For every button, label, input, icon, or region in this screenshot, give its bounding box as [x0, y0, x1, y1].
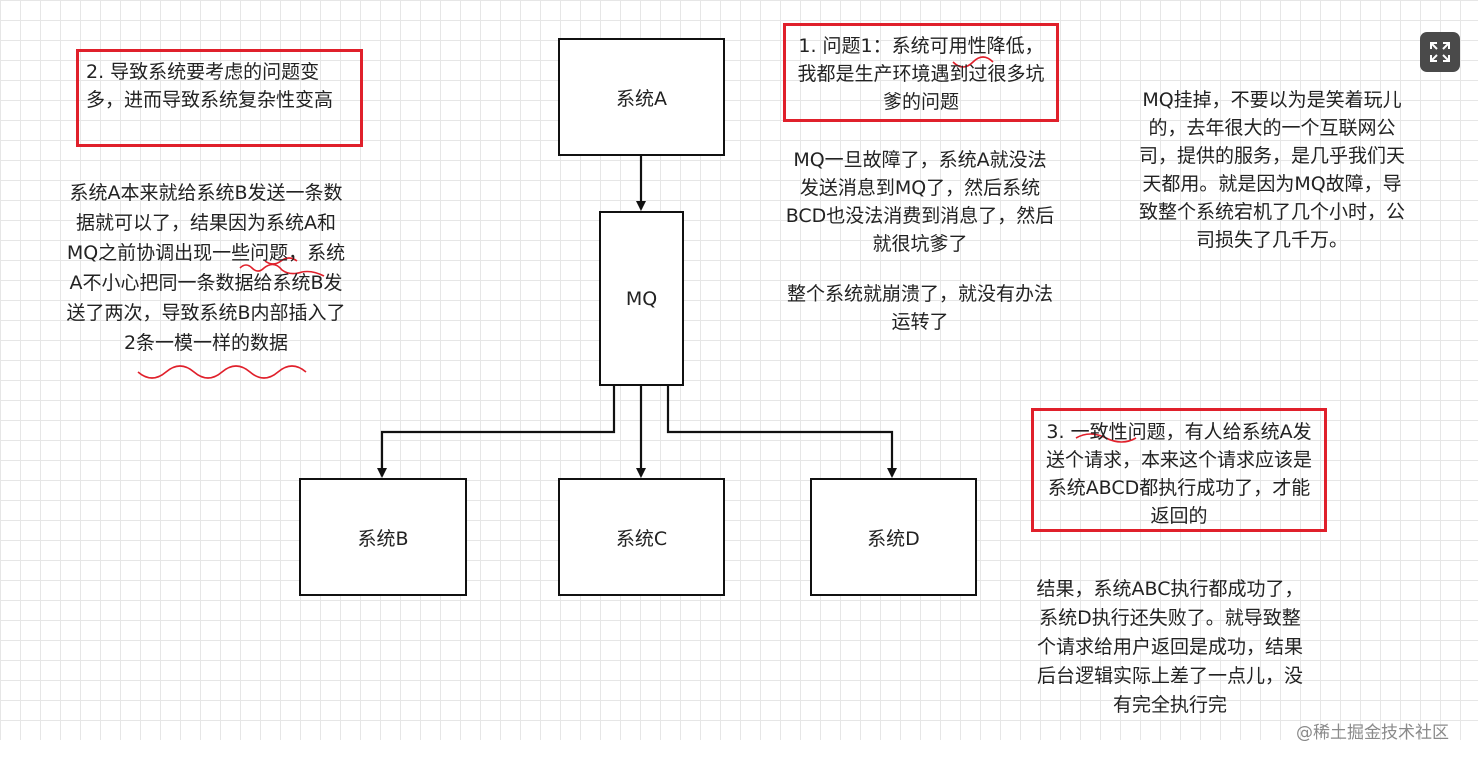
arrow-mq-to-b: [377, 386, 616, 478]
arrow-mq-to-d: [666, 386, 897, 478]
mq-outage-story-note: MQ挂掉，不要以为是笑着玩儿的，去年很大的一个互联网公司，提供的服务，是几乎我们…: [1138, 89, 1405, 251]
system-b-node: 系统B: [299, 478, 467, 596]
handwritten-underline-availability: [952, 56, 994, 68]
expand-icon: [1430, 42, 1450, 62]
expand-button[interactable]: [1420, 32, 1460, 72]
mq-failure-note: MQ一旦故障了，系统A就没法发送消息到MQ了，然后系统BCD也没法消费到消息了，…: [785, 149, 1055, 255]
system-collapse-note: 整个系统就崩溃了，就没有办法运转了: [786, 283, 1053, 333]
handwritten-underline-consistency: [1075, 433, 1137, 443]
source-watermark: @稀土掘金技术社区: [1296, 723, 1449, 743]
availability-note: 1. 问题1：系统可用性降低，我都是生产环境遇到过很多坑爹的问题: [797, 35, 1045, 113]
availability-highlight-box: [783, 23, 1059, 122]
consistency-highlight-box: [1031, 408, 1327, 532]
partial-failure-result-note: 结果，系统ABC执行都成功了，系统D执行还失败了。就导致整个请求给用户返回是成功…: [1036, 578, 1304, 716]
handwritten-mark-careless: [239, 263, 325, 277]
system-c-node: 系统C: [558, 478, 725, 596]
system-a-node: 系统A: [558, 38, 725, 156]
handwritten-underline-duplicate: [137, 365, 307, 379]
viewer-bottom-strip: [0, 740, 1478, 762]
system-d-node: 系统D: [810, 478, 977, 596]
complexity-highlight-box: [76, 49, 363, 147]
complexity-note: 2. 导致系统要考虑的问题变多，进而导致系统复杂性变高: [86, 61, 334, 111]
mq-node: MQ: [599, 211, 684, 386]
consistency-note: 3. 一致性问题，有人给系统A发送个请求，本来这个请求应该是系统ABCD都执行成…: [1045, 421, 1312, 527]
handwritten-underline-coordination: [264, 257, 298, 265]
duplicate-message-note: 系统A本来就给系统B发送一条数据就可以了，结果因为系统A和MQ之前协调出现一些问…: [66, 182, 346, 354]
